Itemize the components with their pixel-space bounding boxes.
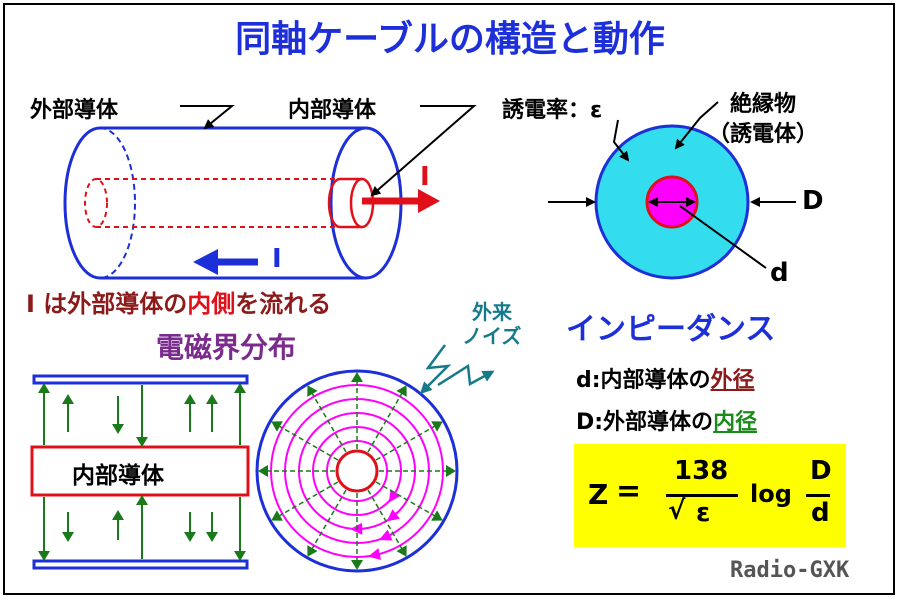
formula-D: D: [810, 456, 832, 486]
permittivity-leader: [612, 119, 630, 162]
D-label: D: [802, 186, 824, 216]
formula-root: √: [668, 496, 686, 526]
noise-bolt-1: [419, 344, 452, 395]
noise-label-1: 外来: [472, 300, 512, 324]
current-note-prefix: I は外部導体の: [26, 290, 188, 318]
formula-d: d: [811, 498, 830, 528]
electric-radials: [258, 372, 456, 570]
inner-left-hidden: [84, 178, 108, 228]
electric-radial: [375, 481, 443, 521]
electric-radial: [375, 421, 443, 461]
magnetic-ring: [312, 426, 402, 516]
plate-field-arrows: [38, 383, 246, 561]
magnetic-direction-marker: [379, 529, 393, 541]
d-label: d: [770, 258, 789, 288]
credit: Radio-GXK: [730, 558, 850, 583]
formula-equals: =: [616, 474, 642, 509]
outer-left-edge: [63, 126, 101, 280]
inner-conductor-bar: [30, 445, 250, 497]
bar-conductor-label: 内部導体: [72, 463, 164, 489]
electric-radial: [367, 385, 407, 453]
insulator-label: 絶縁物: [730, 92, 797, 117]
top-plate: [32, 374, 249, 385]
field-heading: 電磁界分布: [156, 331, 297, 364]
frame: [3, 3, 895, 595]
electric-radial: [307, 385, 347, 453]
D-definition-emph: 内径: [713, 410, 758, 435]
current-note: I は外部導体の内側を流れる: [26, 284, 331, 319]
d-leader: [679, 205, 767, 269]
inner-left-edge: [327, 177, 341, 229]
bottom-plate: [32, 559, 249, 570]
plate-field: [30, 374, 250, 570]
circular-field: [255, 369, 459, 573]
formula-log-fraction-bar: [806, 494, 830, 497]
d-definition-prefix: d:内部導体の: [576, 368, 711, 393]
D-definition: D:外部導体の内径: [576, 404, 757, 436]
outer-current-symbol: I: [272, 244, 282, 274]
impedance-heading: インピーダンス: [566, 312, 776, 347]
impedance-formula-box: Z = 138 √ ε log D d: [574, 444, 846, 547]
current-note-emph: 内側: [187, 290, 236, 318]
inner-conductor-circle: [335, 449, 379, 493]
inner-current-symbol: I: [420, 162, 430, 192]
formula-epsilon: ε: [696, 498, 711, 528]
coax-cable: [63, 105, 477, 280]
d-definition-emph: 外径: [710, 368, 755, 393]
magnetic-direction-marker: [386, 509, 400, 522]
formula-fraction-bar: [666, 494, 738, 497]
D-definition-prefix: D:外部導体の: [576, 410, 714, 435]
cross-section: [548, 101, 796, 280]
electric-radial: [307, 489, 347, 557]
insulator-sublabel: （誘電体）: [708, 122, 819, 147]
electric-radial: [367, 489, 407, 557]
outer-conductor-label: 外部導体: [30, 98, 119, 123]
noise-label-2: ノイズ: [462, 324, 522, 348]
electric-radial: [271, 421, 339, 461]
outer-current-arrowhead: [193, 249, 218, 275]
inner-label-leader: [370, 105, 477, 197]
inner-current-arrowhead: [418, 189, 440, 213]
formula-log: log: [750, 480, 792, 508]
outer-label-leader: [180, 105, 235, 130]
magnetic-direction-marker: [388, 489, 401, 503]
formula-lhs: Z: [588, 478, 609, 511]
current-note-suffix: を流れる: [235, 290, 332, 318]
d-definition: d:内部導体の外径: [576, 362, 755, 394]
noise-indicator: [419, 344, 495, 395]
outer-left-hidden: [99, 127, 136, 279]
permittivity-label: 誘電率：ε: [502, 98, 603, 123]
formula-numerator: 138: [674, 456, 729, 486]
inner-conductor-label: 内部導体: [288, 98, 377, 123]
electric-radial: [271, 481, 339, 521]
insulator-leader: [674, 101, 719, 150]
noise-bolt-2: [437, 363, 495, 387]
page-title: 同軸ケーブルの構造と動作: [235, 19, 665, 60]
magnetic-direction-marker: [368, 548, 382, 560]
